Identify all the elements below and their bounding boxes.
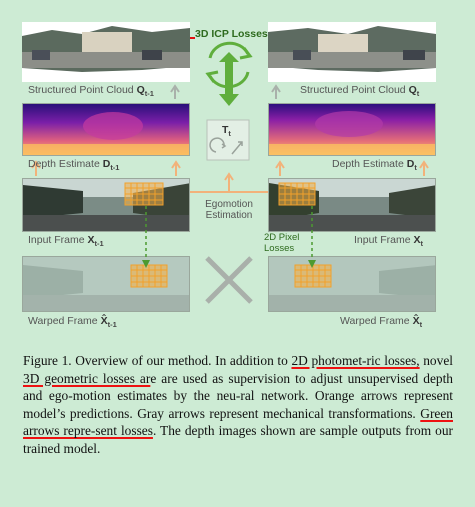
input-right-var: X — [413, 234, 421, 246]
pixel-loss-arrowheads — [142, 260, 316, 268]
depth-left-sub: t-1 — [110, 163, 120, 173]
depth-left-art — [23, 104, 189, 155]
depth-right-sub: t — [414, 163, 417, 173]
transform-rotate-icon — [209, 137, 243, 155]
transform-label: Tt — [222, 124, 231, 138]
depth-right-art — [269, 104, 435, 155]
caption-part2: novel — [419, 353, 453, 368]
caption-underline-3d-losses: 3D geometric losses ar — [23, 370, 151, 386]
depth-left-image — [22, 103, 190, 156]
depth-right-label: Depth Estimate Dt — [332, 158, 417, 172]
warped-left-sub: t-1 — [107, 320, 117, 330]
point-cloud-right-text: Structured Point Cloud — [300, 84, 406, 96]
orange-prediction-arrows — [31, 160, 429, 176]
caption-part4: . The depth images shown are sample outp… — [23, 423, 453, 456]
depth-left-text: Depth Estimate — [28, 158, 100, 170]
warped-right-label: Warped Frame X̂t — [340, 315, 422, 329]
diagram-connectors — [31, 37, 429, 304]
point-cloud-right-art — [268, 26, 436, 72]
egomotion-label: Egomotion Estimation — [200, 199, 258, 221]
point-cloud-left-art — [22, 26, 190, 72]
point-cloud-left-label: Structured Point Cloud Qt-1 — [28, 84, 154, 98]
input-frame-left-art — [23, 179, 189, 231]
caption-part1: Figure 1. Overview of our method. In add… — [23, 353, 292, 368]
warped-right-sub: t — [419, 320, 423, 330]
input-left-text: Input Frame — [28, 234, 85, 246]
transform-var: T — [222, 124, 229, 136]
input-left-label: Input Frame Xt-1 — [28, 234, 104, 248]
input-right-label: Input Frame Xt — [354, 234, 423, 248]
pixel-losses-line1: 2D Pixel — [264, 232, 300, 243]
point-cloud-left-image — [22, 22, 190, 82]
warped-right-text: Warped Frame — [340, 315, 410, 327]
warped-frame-left-image — [22, 256, 190, 312]
input-frame-left-image — [22, 178, 190, 232]
point-cloud-right-image — [268, 22, 436, 82]
depth-left-var: D — [102, 158, 111, 170]
pixel-losses-line2: Losses — [264, 243, 295, 254]
transform-box — [206, 119, 250, 161]
warped-left-text: Warped Frame — [28, 315, 98, 327]
figure-caption: Figure 1. Overview of our method. In add… — [23, 352, 453, 458]
point-cloud-left-var: Q — [136, 84, 145, 96]
warp-cross-arrows — [205, 256, 253, 304]
caption-part3: e are used as supervision to adjust unsu… — [23, 370, 453, 421]
input-left-sub: t-1 — [94, 239, 104, 249]
icp-vertical-arrow — [219, 52, 239, 106]
egomotion-line1: Egomotion — [205, 199, 253, 210]
gray-transform-arrows — [170, 84, 281, 99]
input-frame-right-image — [268, 178, 436, 232]
caption-underline-2d-losses: 2D photomet-ric losses, — [291, 353, 420, 368]
warped-frame-right-art — [269, 257, 435, 311]
depth-left-label: Depth Estimate Dt-1 — [28, 158, 119, 172]
input-frame-right-art — [269, 179, 435, 231]
warped-frame-right-image — [268, 256, 436, 312]
depth-right-text: Depth Estimate — [332, 158, 404, 170]
point-cloud-right-label: Structured Point Cloud Qt — [300, 84, 419, 98]
input-right-sub: t — [420, 239, 424, 249]
point-cloud-right-var: Q — [408, 84, 417, 96]
icp-losses-label: 3D ICP Losses — [195, 28, 268, 40]
pixel-losses-label: 2D Pixel Losses — [264, 232, 308, 254]
point-cloud-left-text: Structured Point Cloud — [28, 84, 134, 96]
warped-right-var: X̂ — [412, 315, 420, 327]
egomotion-line2: Estimation — [205, 210, 253, 221]
input-right-text: Input Frame — [354, 234, 411, 246]
input-left-var: X — [87, 234, 95, 246]
caption-underline-green-arrows: Green arrows repre-sent losses — [23, 405, 453, 439]
egomotion-arrows — [190, 172, 268, 193]
warped-frame-left-art — [23, 257, 189, 311]
warped-left-label: Warped Frame X̂t-1 — [28, 315, 117, 329]
depth-right-var: D — [406, 158, 415, 170]
point-cloud-right-sub: t — [416, 89, 420, 99]
point-cloud-left-sub: t-1 — [144, 89, 154, 99]
depth-right-image — [268, 103, 436, 156]
transform-sub: t — [228, 129, 231, 139]
warped-left-var: X̂ — [100, 315, 108, 327]
